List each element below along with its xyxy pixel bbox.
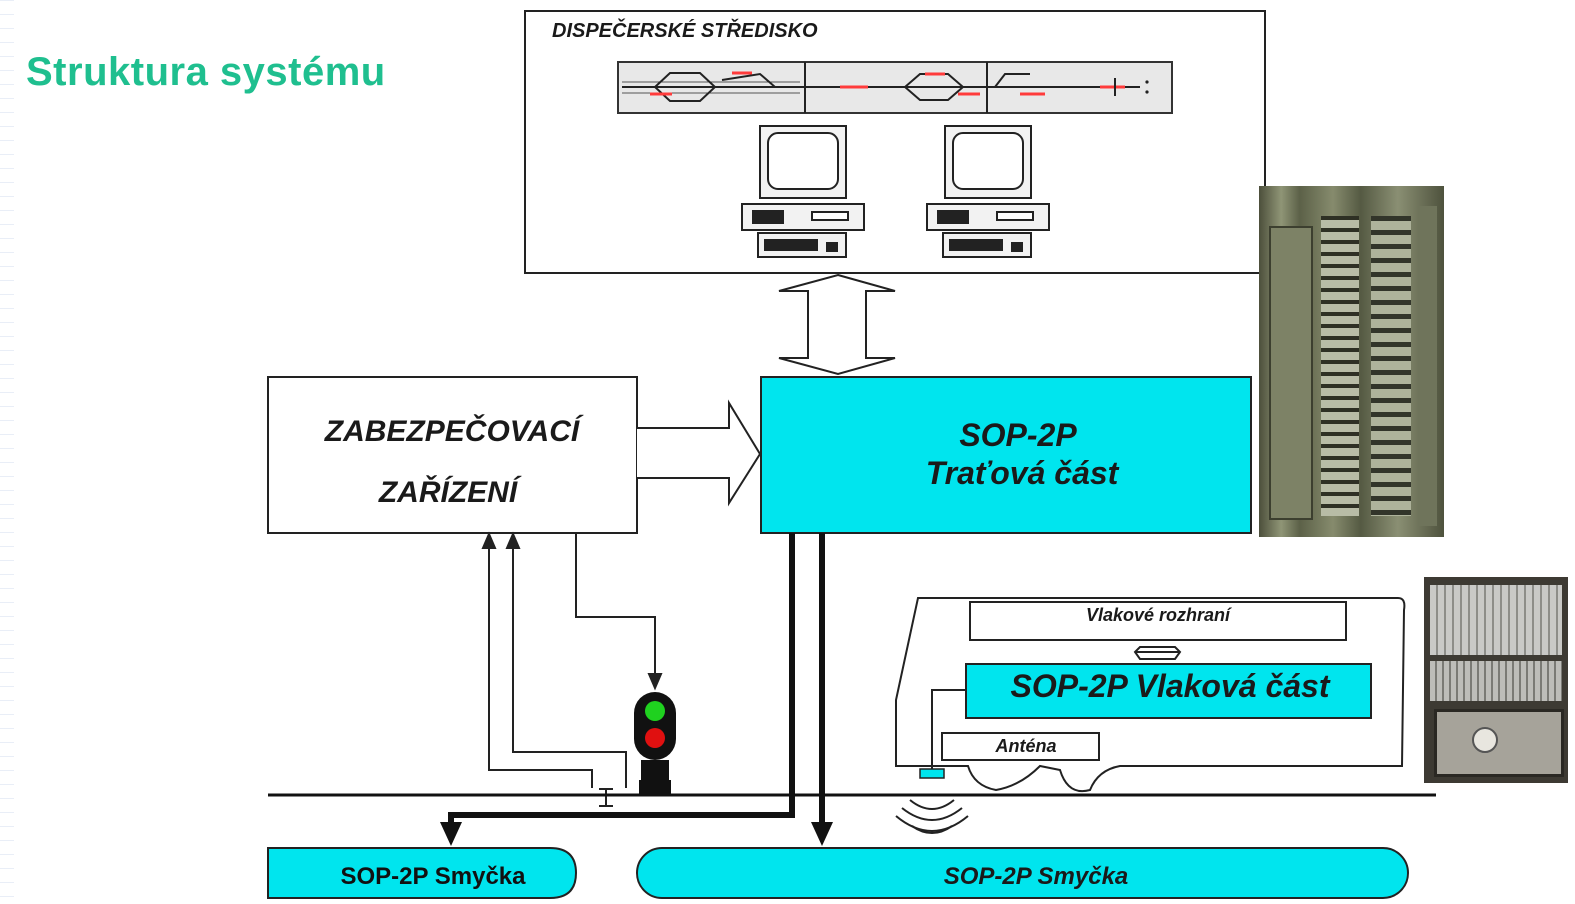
loop-left: SOP-2P Smyčka [268,848,576,898]
loop-right-label: SOP-2P Smyčka [944,863,1129,890]
signal-green-light [645,701,665,721]
dispatch-center-label: DISPEČERSKÉ STŘEDISKO [552,18,818,42]
arrow-to-left-loop [440,822,462,846]
antenna-label: Anténa [994,736,1056,756]
rack-cabinet-photo [1259,186,1444,537]
traffic-signal [634,692,676,794]
trackside-unit-line2: Traťová část [926,455,1120,491]
radio-waves-icon [896,800,968,833]
signal-connections [483,533,661,806]
loop-right: SOP-2P Smyčka [637,848,1408,898]
onboard-unit-label: SOP-2P Vlaková část [1011,668,1331,704]
dispatch-center: DISPEČERSKÉ STŘEDISKO [525,11,1265,273]
train-interface-label: Vlakové rozhraní [1086,605,1232,625]
security-device-box: ZABEZPEČOVACÍ ZAŘÍZENÍ [268,377,637,533]
onboard-unit-photo [1424,577,1568,783]
loop-connections [451,533,822,836]
trackside-unit-line1: SOP-2P [959,417,1077,453]
train-vehicle: Vlakové rozhraní SOP-2P Vlaková část Ant… [896,598,1404,791]
antenna-icon [920,769,944,778]
trackside-unit-box: SOP-2P Traťová část [761,377,1251,533]
arrow-to-right-loop [811,822,833,846]
workstation-2 [927,126,1049,257]
loop-left-label: SOP-2P Smyčka [340,863,526,890]
security-device-line1: ZABEZPEČOVACÍ [324,414,584,448]
data-flow-arrow [637,403,760,503]
track-panel [618,62,1172,113]
bidirectional-arrow [779,275,895,374]
signal-red-light [645,728,665,748]
workstation-1 [742,126,864,257]
security-device-line2: ZAŘÍZENÍ [378,475,522,509]
